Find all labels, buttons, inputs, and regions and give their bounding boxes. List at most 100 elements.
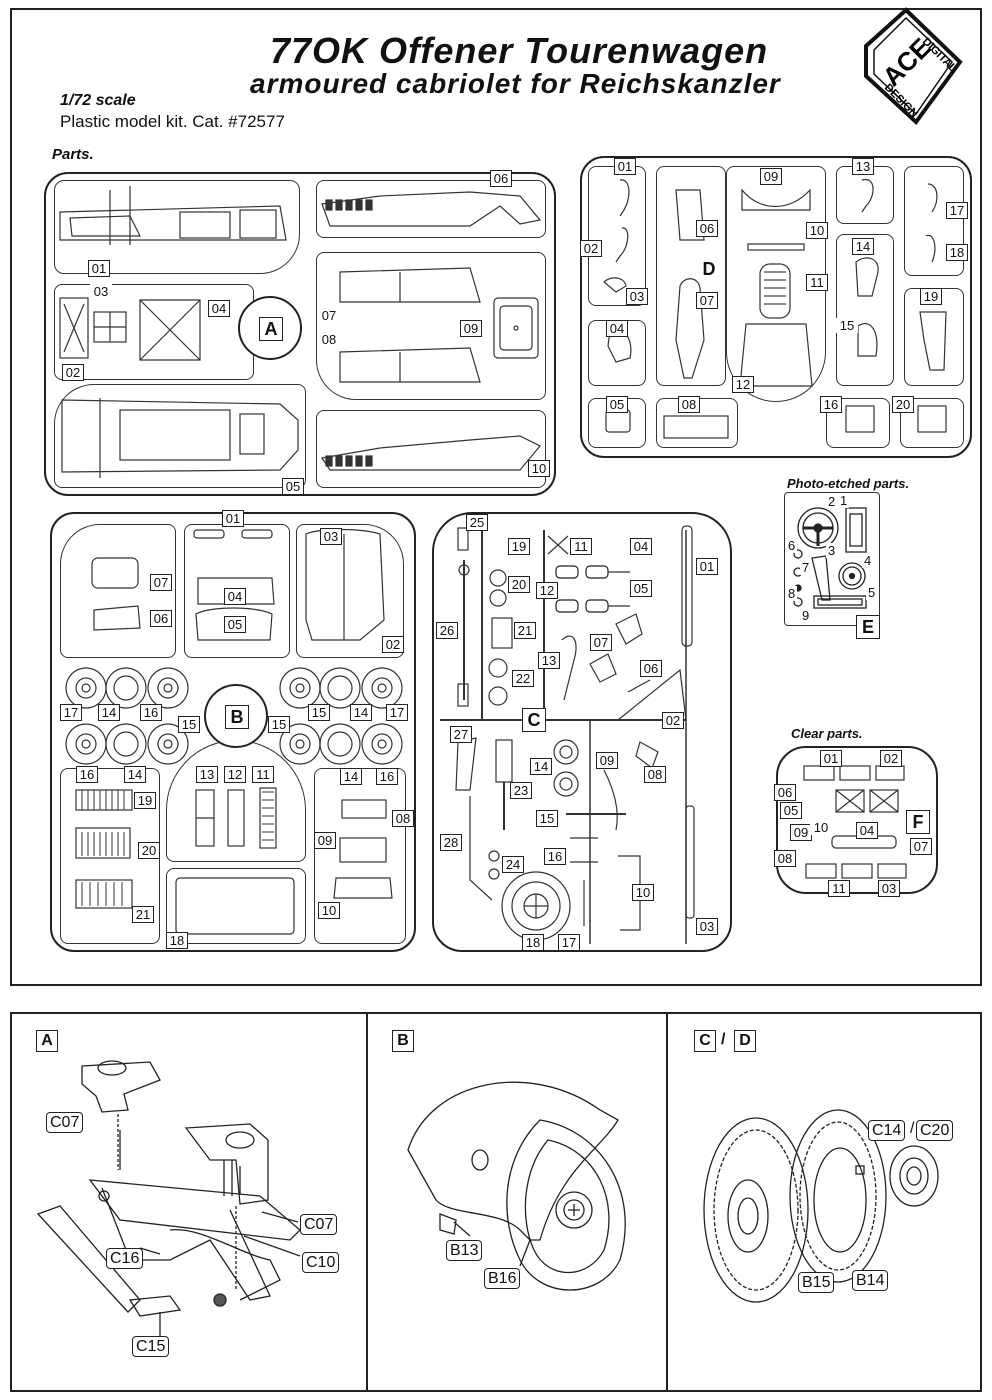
label-d-20: 20 (892, 396, 914, 413)
label-c-17: 17 (558, 934, 580, 951)
label-c-13: 13 (538, 652, 560, 669)
step-a-callout-c07-top: C07 (46, 1112, 84, 1133)
label-b-20: 20 (138, 842, 160, 859)
label-d-09: 09 (760, 168, 782, 185)
pe-heading: Photo-etched parts. (787, 476, 910, 491)
label-e-7: 7 (800, 560, 812, 575)
label-f-07: 07 (910, 838, 932, 855)
step-cd-callout-slash: / (910, 1120, 915, 1137)
kit-catalog-text: Plastic model kit. Cat. #72577 (60, 112, 285, 131)
label-b-09: 09 (314, 832, 336, 849)
parts-sheet-frame (10, 8, 982, 986)
step-cd-slash: / (721, 1031, 726, 1048)
label-b-14a: 14 (98, 704, 120, 721)
label-c-11: 11 (570, 538, 592, 555)
sprue-d-cell-13 (836, 166, 894, 224)
step-b-callout-b16: B16 (484, 1268, 521, 1289)
sprue-b-cell-11-13 (166, 740, 306, 862)
label-e-5: 5 (866, 585, 878, 600)
label-d-05: 05 (606, 396, 628, 413)
label-d-16: 16 (820, 396, 842, 413)
label-c-23: 23 (510, 782, 532, 799)
sprue-b-cell-18 (166, 868, 306, 944)
label-a-05: 05 (282, 478, 304, 495)
label-e-4: 4 (862, 553, 874, 568)
label-f-11: 11 (828, 880, 850, 897)
label-c-28: 28 (440, 834, 462, 851)
label-b-11: 11 (252, 766, 274, 783)
step-cd-callout-c20: C20 (916, 1120, 954, 1141)
step-divider-2 (666, 1012, 668, 1392)
label-d-04: 04 (606, 320, 628, 337)
step-a-callout-c10: C10 (302, 1252, 340, 1273)
label-f-01: 01 (820, 750, 842, 767)
step-a-tag: A (36, 1030, 58, 1052)
sprue-c-letter: C (522, 708, 546, 732)
label-c-21: 21 (514, 622, 536, 639)
label-c-10: 10 (632, 884, 654, 901)
step-divider-1 (366, 1012, 368, 1392)
step-cd-callout-b14: B14 (852, 1270, 889, 1291)
sprue-d-cell-14-15 (836, 234, 894, 386)
label-b-18: 18 (166, 932, 188, 949)
sprue-a-cell-chassis (54, 180, 300, 274)
sprue-d-letter: D (697, 258, 721, 282)
label-b-13: 13 (196, 766, 218, 783)
sprue-b-cell-03 (296, 524, 404, 658)
label-b-10: 10 (318, 902, 340, 919)
label-b-07: 07 (150, 574, 172, 591)
label-b-16c: 16 (376, 768, 398, 785)
label-f-05: 05 (780, 802, 802, 819)
label-e-8: 8 (786, 586, 798, 601)
step-b-tag: B (392, 1030, 414, 1052)
page-subtitle: armoured cabriolet for Reichskanzler (250, 68, 781, 99)
sprue-a-cell-06 (316, 180, 546, 238)
label-c-07: 07 (590, 634, 612, 651)
sprue-a-cell-07-09 (316, 252, 546, 400)
label-d-01: 01 (614, 158, 636, 175)
ace-logo: DIGITAL ACE DESIGN (864, 7, 963, 125)
label-d-08: 08 (678, 396, 700, 413)
label-b-17b: 17 (386, 704, 408, 721)
label-c-02: 02 (662, 712, 684, 729)
label-b-15c: 15 (308, 704, 330, 721)
label-b-02: 02 (382, 636, 404, 653)
label-c-01: 01 (696, 558, 718, 575)
label-b-16b: 16 (76, 766, 98, 783)
label-d-11: 11 (806, 274, 828, 291)
label-d-18: 18 (946, 244, 968, 261)
label-b-19: 19 (134, 792, 156, 809)
label-b-16a: 16 (140, 704, 162, 721)
label-a-10: 10 (528, 460, 550, 477)
label-b-12: 12 (224, 766, 246, 783)
label-f-06: 06 (774, 784, 796, 801)
label-b-01: 01 (222, 510, 244, 527)
label-d-14: 14 (852, 238, 874, 255)
label-a-08: 08 (318, 332, 340, 347)
step-b-callout-b13: B13 (446, 1240, 483, 1261)
label-c-03: 03 (696, 918, 718, 935)
scale-text: 1/72 scale (60, 92, 136, 109)
label-c-25: 25 (466, 514, 488, 531)
sprue-a-hub: A (238, 296, 302, 360)
label-d-13: 13 (852, 158, 874, 175)
sprue-e-letter: E (856, 615, 880, 639)
label-c-22: 22 (512, 670, 534, 687)
label-e-6: 6 (786, 538, 798, 553)
step-cd-callout-b15: B15 (798, 1272, 835, 1293)
label-a-01: 01 (88, 260, 110, 277)
label-c-12: 12 (536, 582, 558, 599)
label-a-07: 07 (318, 308, 340, 323)
label-c-19: 19 (508, 538, 530, 555)
label-d-15: 15 (836, 318, 858, 333)
step-a-callout-c15: C15 (132, 1336, 170, 1357)
label-d-19: 19 (920, 288, 942, 305)
label-c-04: 04 (630, 538, 652, 555)
label-f-09: 09 (790, 824, 812, 841)
label-b-15a: 15 (178, 716, 200, 733)
clear-heading: Clear parts. (791, 726, 863, 741)
label-e-9: 9 (800, 608, 812, 623)
